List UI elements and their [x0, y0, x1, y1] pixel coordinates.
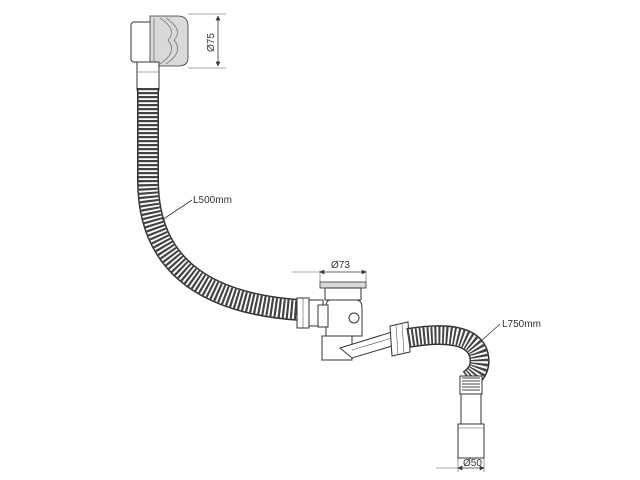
drain-diameter-dimension: Ø73 — [292, 260, 367, 282]
outlet-hose — [406, 325, 490, 395]
overflow-hose — [137, 88, 301, 321]
drain-body — [296, 281, 393, 361]
outlet-hose-length-label: L750mm — [502, 319, 541, 330]
outlet-pipe — [457, 393, 485, 459]
drain-diameter-label: Ø73 — [331, 260, 350, 271]
overflow-diameter-dimension: Ø75 — [188, 13, 226, 69]
overflow-hose-length: L500mm — [161, 195, 232, 221]
overflow-hose-length-label: L500mm — [193, 195, 232, 206]
overflow-head — [130, 15, 189, 91]
outlet-hose-length: L750mm — [479, 319, 541, 343]
outlet-diameter-dimension: Ø50 — [436, 458, 485, 472]
outlet-diameter-label: Ø50 — [463, 458, 482, 469]
overflow-diameter-label: Ø75 — [206, 33, 217, 52]
outlet-connector — [389, 321, 411, 357]
